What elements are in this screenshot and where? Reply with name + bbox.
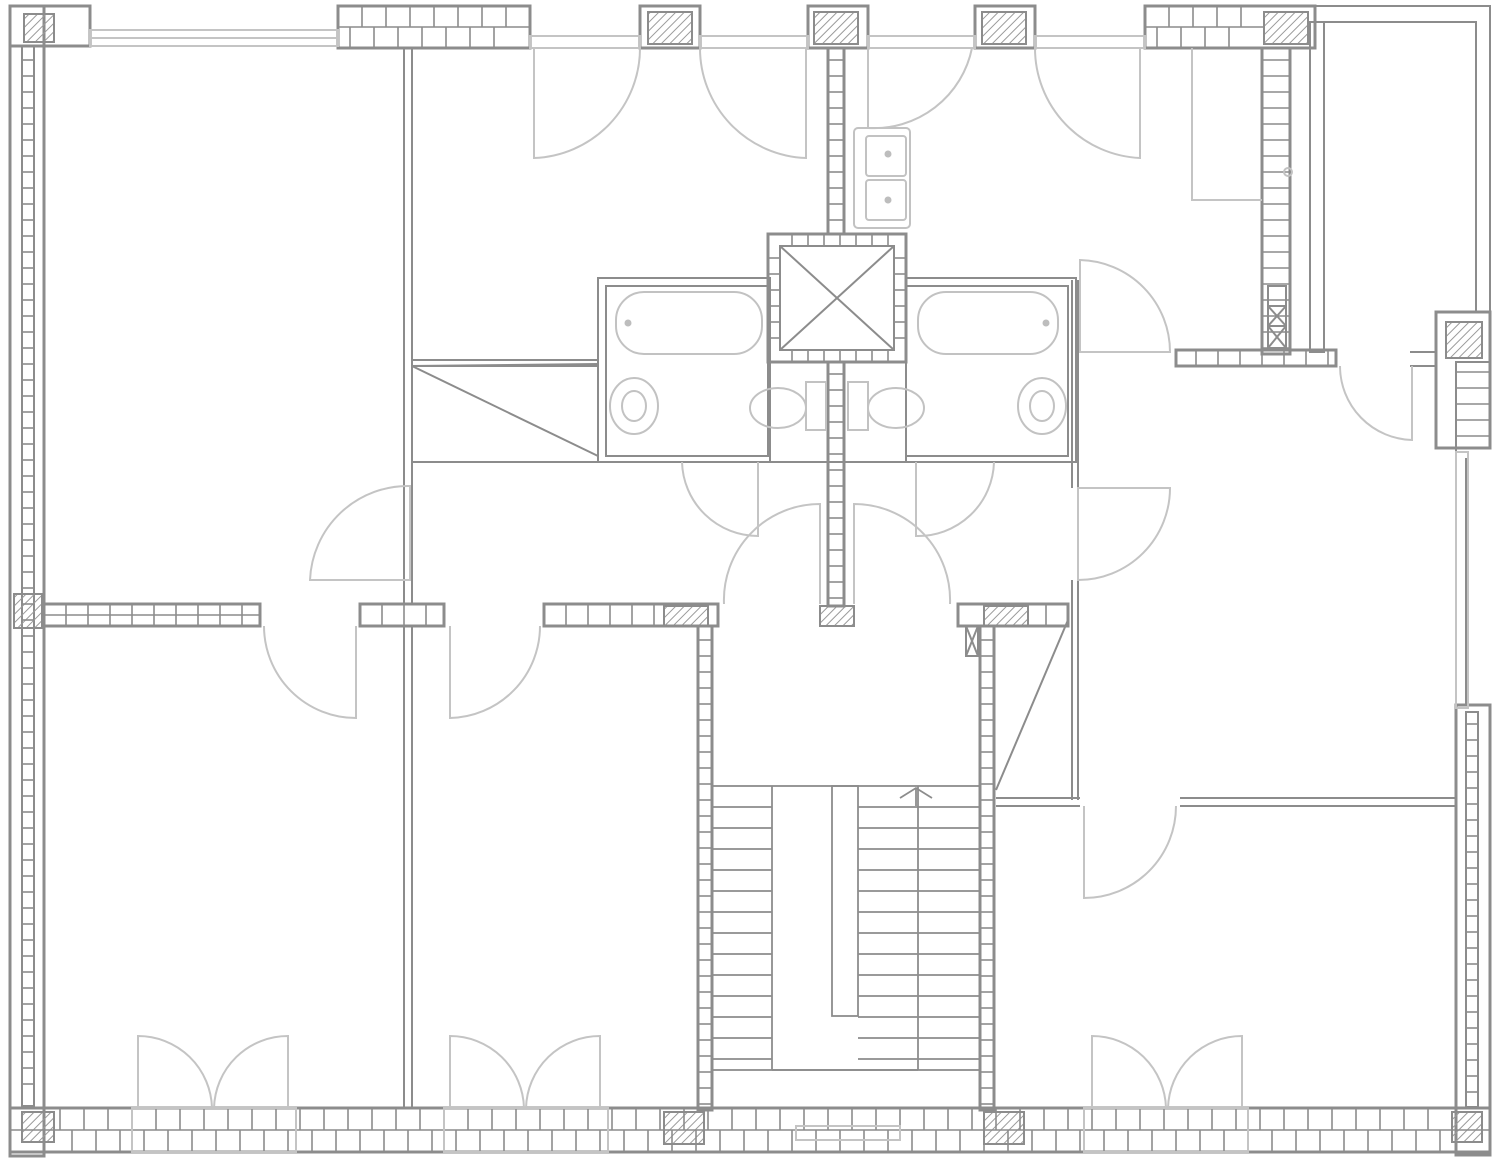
column-hatches (13, 11, 1483, 1145)
windows (89, 29, 1469, 1153)
exterior-walls (8, 4, 1492, 1158)
staircase (711, 785, 981, 1071)
brick-coursing (10, 6, 1490, 1152)
interior-walls (42, 21, 1467, 1112)
kitchen-sink (853, 127, 1293, 349)
french-doors (137, 1034, 1243, 1109)
bathroom-fixtures (609, 291, 1067, 435)
doors (263, 47, 1413, 900)
